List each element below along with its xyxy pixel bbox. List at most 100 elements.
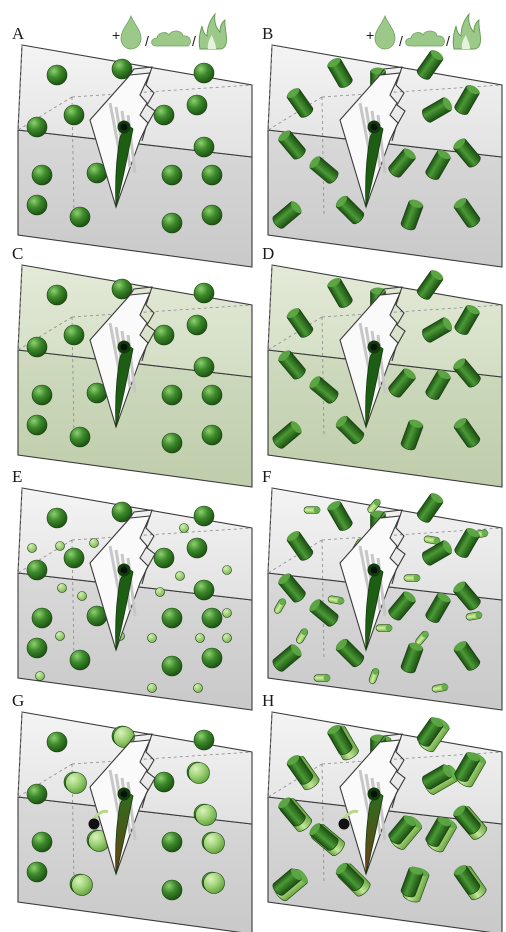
small-particle bbox=[196, 634, 205, 643]
capsule-particle bbox=[162, 385, 182, 405]
small-particle bbox=[148, 634, 157, 643]
capsule-particle bbox=[27, 195, 47, 215]
capsule-core bbox=[121, 791, 128, 798]
small-particle bbox=[223, 634, 232, 643]
panel-letter: A bbox=[12, 24, 25, 43]
legend-2: + / / bbox=[366, 14, 481, 49]
small-particle bbox=[78, 592, 87, 601]
panel-letter: C bbox=[12, 244, 23, 263]
capsule-particle bbox=[154, 772, 174, 792]
healed-capsule bbox=[339, 819, 350, 830]
capsule-particle bbox=[32, 165, 52, 185]
light-capsule bbox=[196, 805, 217, 826]
capsule-particle bbox=[162, 832, 182, 852]
panel-letter: F bbox=[262, 467, 271, 486]
capsule-particle bbox=[162, 880, 182, 900]
capsule-particle bbox=[194, 137, 214, 157]
capsule-particle bbox=[202, 648, 222, 668]
legend-prefix: + bbox=[366, 27, 374, 43]
capsule-core bbox=[121, 124, 128, 131]
small-particle bbox=[223, 566, 232, 575]
capsule-particle bbox=[154, 548, 174, 568]
small-particle bbox=[56, 632, 65, 641]
capsule-particle bbox=[187, 315, 207, 335]
small-particle bbox=[194, 684, 203, 693]
small-particle bbox=[90, 539, 99, 548]
cloud-icon bbox=[406, 31, 445, 46]
capsule-particle bbox=[47, 65, 67, 85]
capsule-particle bbox=[162, 656, 182, 676]
capsule-particle bbox=[162, 433, 182, 453]
legend-separator: / bbox=[145, 33, 149, 49]
capsule-particle bbox=[194, 506, 214, 526]
small-rod-cap bbox=[414, 575, 421, 581]
droplet-icon bbox=[121, 16, 141, 49]
panel-g: G bbox=[12, 691, 252, 932]
light-capsule bbox=[189, 763, 210, 784]
legend-separator: / bbox=[192, 33, 196, 49]
legend-prefix: + bbox=[112, 27, 120, 43]
small-particle bbox=[180, 524, 189, 533]
capsule-particle bbox=[27, 117, 47, 137]
capsule-particle bbox=[162, 165, 182, 185]
capsule-particle bbox=[154, 105, 174, 125]
capsule-particle bbox=[70, 207, 90, 227]
capsule-particle bbox=[27, 415, 47, 435]
panel-letter: D bbox=[262, 244, 274, 263]
capsule-core bbox=[121, 344, 128, 351]
small-particle bbox=[176, 572, 185, 581]
capsule-particle bbox=[162, 213, 182, 233]
capsule-particle bbox=[194, 580, 214, 600]
capsule-particle bbox=[202, 205, 222, 225]
legend-separator: / bbox=[399, 33, 403, 49]
capsule-particle bbox=[70, 427, 90, 447]
capsule-particle bbox=[194, 63, 214, 83]
capsule-particle bbox=[32, 608, 52, 628]
capsule-particle bbox=[47, 508, 67, 528]
capsule-particle bbox=[202, 425, 222, 445]
cloud-icon bbox=[152, 31, 191, 46]
capsule-core bbox=[371, 567, 378, 574]
light-capsule bbox=[66, 773, 87, 794]
small-rod-cap bbox=[324, 675, 331, 681]
small-particle bbox=[58, 584, 67, 593]
legend-separator: / bbox=[446, 33, 450, 49]
legend-group: + / / + / / bbox=[112, 14, 481, 49]
legend-1: + / / bbox=[112, 14, 227, 49]
capsule-particle bbox=[202, 165, 222, 185]
panel-f: F bbox=[262, 467, 502, 710]
capsule-particle bbox=[187, 95, 207, 115]
small-particle bbox=[148, 684, 157, 693]
small-particle bbox=[156, 588, 165, 597]
small-particle bbox=[36, 672, 45, 681]
capsule-particle bbox=[70, 650, 90, 670]
capsule-core bbox=[121, 567, 128, 574]
panel-a: A bbox=[12, 24, 252, 267]
capsule-particle bbox=[64, 105, 84, 125]
panel-b: B bbox=[262, 24, 502, 267]
panel-letter: B bbox=[262, 24, 273, 43]
capsule-core bbox=[371, 791, 378, 798]
light-capsule bbox=[72, 875, 93, 896]
capsule-particle bbox=[194, 730, 214, 750]
capsule-particle bbox=[194, 283, 214, 303]
capsule-particle bbox=[154, 325, 174, 345]
capsule-core bbox=[371, 124, 378, 131]
capsule-particle bbox=[27, 862, 47, 882]
small-particle bbox=[56, 542, 65, 551]
capsule-particle bbox=[162, 608, 182, 628]
capsule-particle bbox=[27, 784, 47, 804]
panel-letter: H bbox=[262, 691, 274, 710]
capsule-particle bbox=[64, 325, 84, 345]
panel-h: H bbox=[262, 691, 502, 932]
light-capsule bbox=[204, 833, 225, 854]
capsule-particle bbox=[187, 538, 207, 558]
small-rod-cap bbox=[314, 507, 321, 513]
capsule-particle bbox=[47, 732, 67, 752]
small-rod-cap bbox=[386, 625, 393, 631]
capsule-particle bbox=[64, 548, 84, 568]
capsule-particle bbox=[27, 560, 47, 580]
capsule-particle bbox=[47, 285, 67, 305]
capsule-particle bbox=[27, 638, 47, 658]
